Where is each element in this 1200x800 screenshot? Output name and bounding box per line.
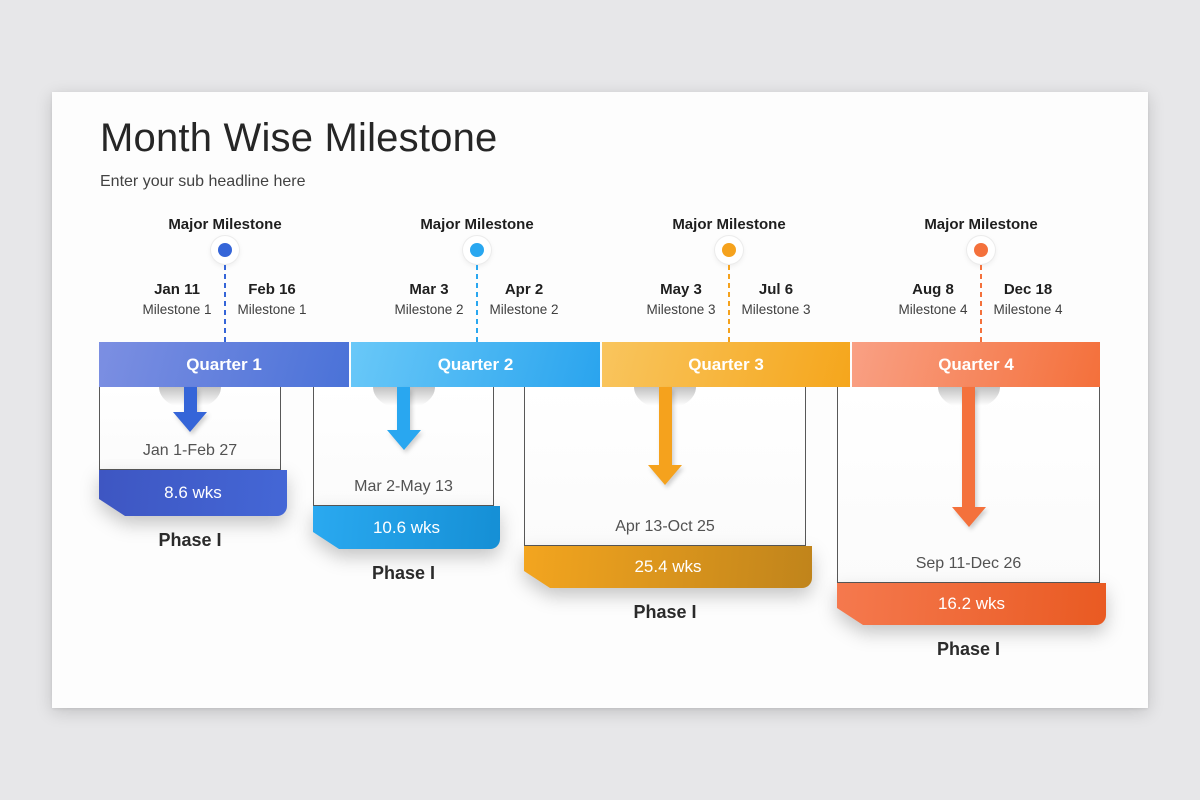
date-range: Apr 13-Oct 25 (615, 518, 715, 535)
milestone-dot-icon (470, 243, 484, 257)
milestone-dot-icon (974, 243, 988, 257)
milestone-entry: Aug 8 Milestone 4 (873, 281, 993, 317)
milestone-entry: May 3 Milestone 3 (621, 281, 741, 317)
milestone-date: Apr 2 (504, 281, 544, 298)
milestone-label: Milestone 2 (489, 302, 559, 317)
milestone-connector-line (224, 265, 226, 342)
milestone-entry: Jul 6 Milestone 3 (716, 281, 836, 317)
major-milestone-label: Major Milestone (168, 216, 282, 233)
slide-title: Month Wise Milestone (100, 116, 498, 160)
weeks-duration: 25.4 wks (524, 546, 812, 588)
slide-subtitle: Enter your sub headline here (100, 173, 306, 190)
milestone-label: Milestone 3 (646, 302, 716, 317)
quarter-bar: Quarter 1 (99, 342, 349, 387)
milestone-date: Mar 3 (409, 281, 449, 298)
milestone-date: Feb 16 (248, 281, 296, 298)
quarter-bar: Quarter 4 (852, 342, 1100, 387)
date-range: Mar 2-May 13 (354, 478, 453, 495)
milestone-entry: Feb 16 Milestone 1 (212, 281, 332, 317)
down-arrow-icon (951, 387, 986, 527)
weeks-ribbon: 10.6 wks (313, 506, 500, 549)
phase-label: Phase I (371, 563, 436, 583)
quarter-bar: Quarter 2 (351, 342, 600, 387)
milestone-date: Dec 18 (1003, 281, 1053, 298)
milestone-connector-line (728, 265, 730, 342)
date-range: Sep 11-Dec 26 (915, 555, 1022, 572)
milestone-date: Jul 6 (758, 281, 794, 298)
weeks-duration: 10.6 wks (313, 506, 500, 549)
milestone-date: Aug 8 (912, 281, 954, 298)
phase-label: Phase I (158, 530, 222, 550)
milestone-marker (967, 236, 995, 264)
milestone-label: Milestone 2 (394, 302, 464, 317)
major-milestone-label: Major Milestone (420, 216, 534, 233)
phase-label: Phase I (633, 602, 697, 622)
quarter-bar: Quarter 3 (602, 342, 850, 387)
milestone-label: Milestone 1 (237, 302, 307, 317)
major-milestone-label: Major Milestone (672, 216, 786, 233)
milestone-connector-line (476, 265, 478, 342)
weeks-duration: 16.2 wks (837, 583, 1106, 625)
milestone-date: Jan 11 (154, 281, 200, 298)
milestone-marker (463, 236, 491, 264)
milestone-marker (211, 236, 239, 264)
milestone-label: Milestone 3 (741, 302, 811, 317)
date-range: Jan 1-Feb 27 (142, 442, 238, 459)
weeks-ribbon: 8.6 wks (99, 470, 287, 516)
milestone-dot-icon (218, 243, 232, 257)
milestone-label: Milestone 1 (142, 302, 212, 317)
milestone-label: Milestone 4 (993, 302, 1063, 317)
milestone-entry: Mar 3 Milestone 2 (369, 281, 489, 317)
milestone-entry: Dec 18 Milestone 4 (968, 281, 1088, 317)
milestone-date: May 3 (660, 281, 702, 298)
milestone-connector-line (980, 265, 982, 342)
milestone-entry: Jan 11 Milestone 1 (117, 281, 237, 317)
down-arrow-icon (386, 387, 421, 450)
milestone-dot-icon (722, 243, 736, 257)
milestone-marker (715, 236, 743, 264)
weeks-duration: 8.6 wks (99, 470, 287, 516)
down-arrow-icon (173, 387, 207, 432)
phase-label: Phase I (936, 639, 1001, 659)
major-milestone-label: Major Milestone (924, 216, 1038, 233)
weeks-ribbon: 16.2 wks (837, 583, 1106, 625)
milestone-entry: Apr 2 Milestone 2 (464, 281, 584, 317)
down-arrow-icon (648, 387, 682, 485)
weeks-ribbon: 25.4 wks (524, 546, 812, 588)
milestone-label: Milestone 4 (898, 302, 968, 317)
